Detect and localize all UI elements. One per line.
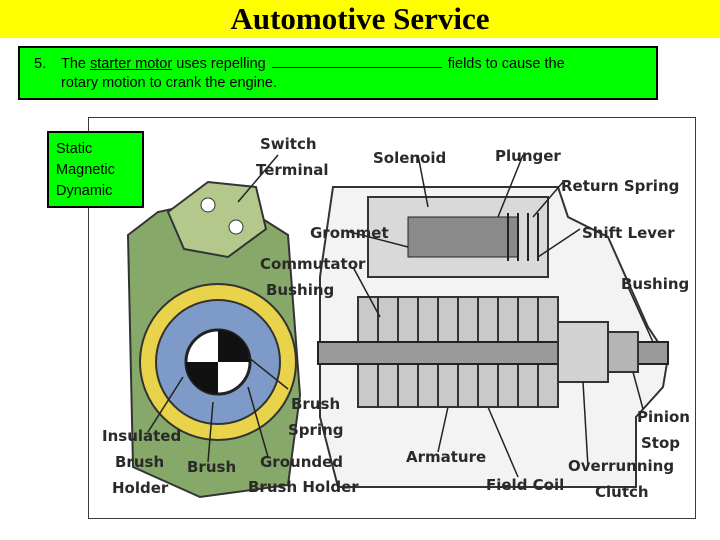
label-clutch: Clutch bbox=[595, 483, 649, 501]
label-grounded: Grounded bbox=[260, 453, 343, 471]
switch-terminal-plate bbox=[166, 180, 268, 259]
question-number: 5. bbox=[34, 56, 47, 72]
label-plunger: Plunger bbox=[495, 147, 561, 165]
label-switch-terminal-2: Terminal bbox=[256, 161, 329, 179]
label-shift-lever: Shift Lever bbox=[582, 224, 675, 242]
label-brush: Brush bbox=[187, 458, 236, 476]
label-field-coil: Field Coil bbox=[486, 476, 564, 494]
title-bar: Automotive Service bbox=[0, 0, 720, 38]
label-pinion-stop: Stop bbox=[641, 434, 680, 452]
label-grounded-brush-holder: Brush Holder bbox=[248, 478, 359, 496]
question-line-1: 5. The starter motor uses repelling field… bbox=[34, 54, 646, 74]
label-commutator-bushing: Bushing bbox=[266, 281, 334, 299]
question-term: starter motor bbox=[90, 56, 173, 72]
question-line-2: rotary motion to crank the engine. bbox=[61, 75, 278, 91]
option-magnetic[interactable]: Magnetic bbox=[56, 162, 115, 178]
label-insulated-brush: Brush bbox=[115, 453, 164, 471]
label-return-spring: Return Spring bbox=[561, 177, 679, 195]
question-box: 5. The starter motor uses repelling field… bbox=[18, 46, 658, 100]
clutch-body bbox=[557, 321, 609, 383]
label-brush-spring-2: Spring bbox=[288, 421, 344, 439]
label-bushing-right: Bushing bbox=[621, 275, 689, 293]
question-text-part1: The bbox=[61, 56, 91, 72]
label-grommet: Grommet bbox=[310, 224, 389, 242]
answer-blank[interactable] bbox=[271, 54, 442, 68]
label-solenoid: Solenoid bbox=[373, 149, 446, 167]
starter-motor-diagram: Switch Terminal Solenoid Plunger Return … bbox=[88, 117, 696, 519]
question-text-part2: uses repelling bbox=[172, 56, 270, 72]
pinion-gear bbox=[607, 331, 639, 373]
option-dynamic[interactable]: Dynamic bbox=[56, 183, 113, 199]
question-text-part3: fields to cause the bbox=[443, 56, 565, 72]
option-static[interactable]: Static bbox=[56, 141, 93, 157]
label-pinion: Pinion bbox=[637, 408, 690, 426]
page-title: Automotive Service bbox=[230, 1, 490, 36]
label-armature: Armature bbox=[406, 448, 486, 466]
label-insulated: Insulated bbox=[102, 427, 181, 445]
answer-options-box: Static Magnetic Dynamic bbox=[47, 131, 144, 208]
label-overrunning: Overrunning bbox=[568, 457, 674, 475]
label-insulated-holder: Holder bbox=[112, 479, 169, 497]
label-switch-terminal-1: Switch bbox=[260, 135, 317, 153]
label-commutator: Commutator bbox=[260, 255, 366, 273]
label-brush-spring-1: Brush bbox=[291, 395, 340, 413]
